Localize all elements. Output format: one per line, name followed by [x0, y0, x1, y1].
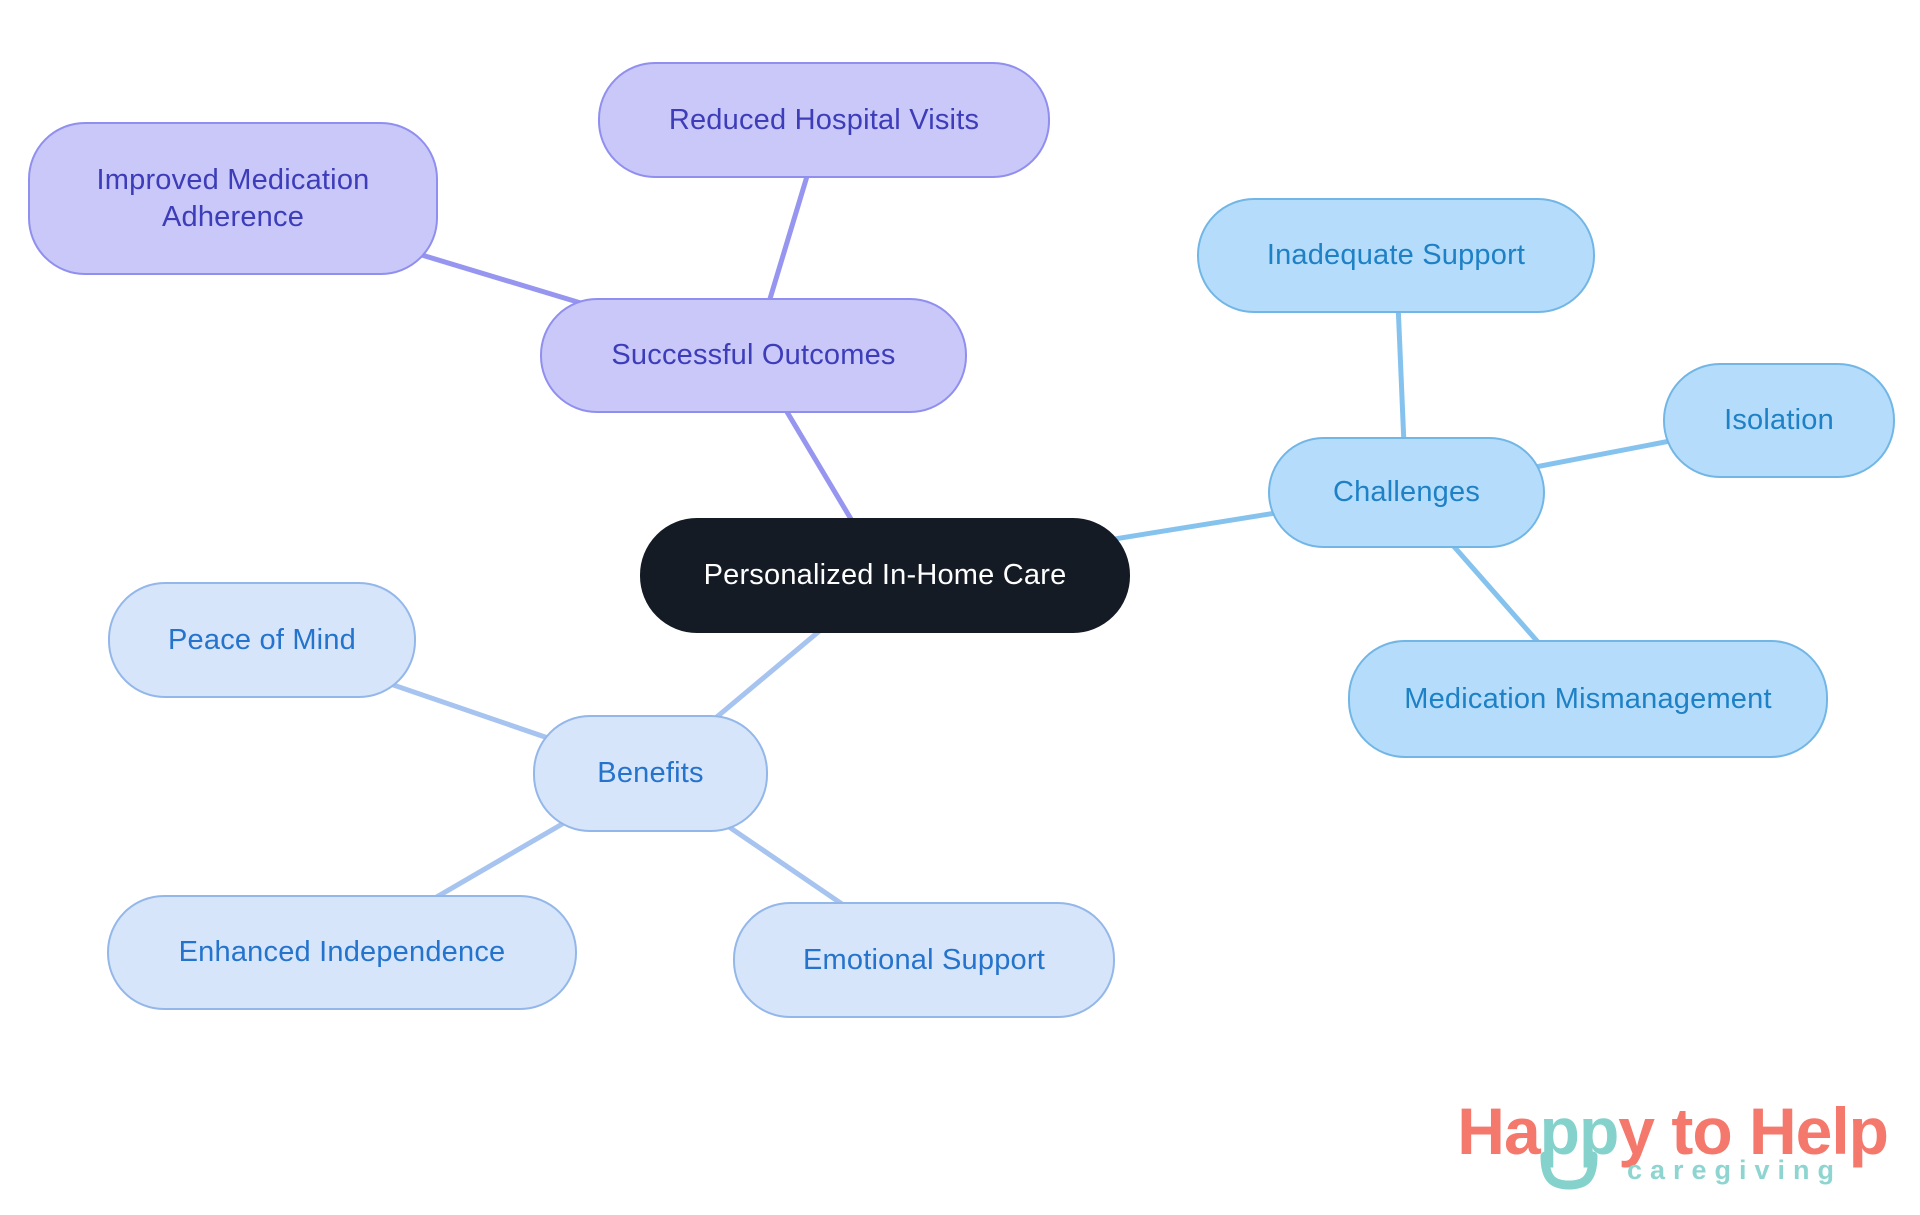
node-benefits: Benefits	[533, 715, 768, 832]
node-medication-mismanagement: Medication Mismanagement	[1348, 640, 1828, 758]
smile-icon	[1540, 1151, 1598, 1190]
node-isolation: Isolation	[1663, 363, 1895, 478]
node-enhanced-independence: Enhanced Independence	[107, 895, 577, 1010]
node-reduced-hospital-visits: Reduced Hospital Visits	[598, 62, 1050, 178]
node-challenges: Challenges	[1268, 437, 1545, 548]
node-improved-medication-adherence: Improved Medication Adherence	[28, 122, 438, 275]
node-successful-outcomes: Successful Outcomes	[540, 298, 967, 413]
logo-tagline: caregiving	[1626, 1155, 1842, 1185]
node-central: Personalized In-Home Care	[640, 518, 1130, 633]
node-inadequate-support: Inadequate Support	[1197, 198, 1595, 313]
node-peace-of-mind: Peace of Mind	[108, 582, 416, 698]
logo-text-start: Ha	[1457, 1094, 1540, 1168]
logo-text-end: y to Help	[1618, 1094, 1889, 1168]
logo-text-pp: pp	[1540, 1098, 1619, 1190]
node-emotional-support: Emotional Support	[733, 902, 1115, 1018]
